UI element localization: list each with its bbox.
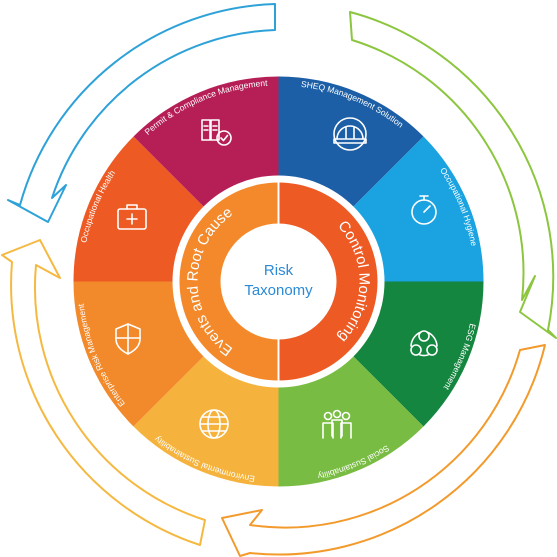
esg-icon bbox=[410, 330, 438, 357]
people-icon bbox=[322, 409, 352, 439]
document-check-icon bbox=[201, 119, 232, 146]
segment-permit-compliance[interactable] bbox=[133, 76, 279, 212]
segment-enterprise-risk[interactable] bbox=[73, 281, 209, 427]
first-aid-kit-icon bbox=[117, 204, 147, 230]
segment-social[interactable] bbox=[278, 351, 424, 487]
shield-icon bbox=[115, 323, 141, 355]
globe-icon bbox=[199, 409, 229, 439]
segment-ring bbox=[73, 76, 484, 487]
outer-arrow-blue bbox=[7, 3, 276, 223]
inner-ring-control[interactable] bbox=[278, 182, 378, 381]
gauge-icon bbox=[411, 195, 437, 225]
center-title-line2: Taxonomy bbox=[244, 282, 313, 299]
outer-arrows bbox=[1, 3, 557, 557]
inner-ring-events[interactable] bbox=[179, 182, 279, 381]
center-title-line1: Risk bbox=[264, 262, 294, 279]
outer-arrow-green bbox=[349, 11, 557, 339]
center-circle bbox=[221, 224, 336, 339]
segment-sheq[interactable] bbox=[278, 76, 424, 212]
hard-hat-icon bbox=[333, 117, 367, 151]
outer-arrow-yellow bbox=[1, 239, 206, 546]
outer-arrow-orange bbox=[221, 344, 546, 557]
segment-occupational-hygiene[interactable] bbox=[348, 136, 484, 282]
segment-esg[interactable] bbox=[348, 281, 484, 427]
segment-environmental[interactable] bbox=[133, 351, 279, 487]
